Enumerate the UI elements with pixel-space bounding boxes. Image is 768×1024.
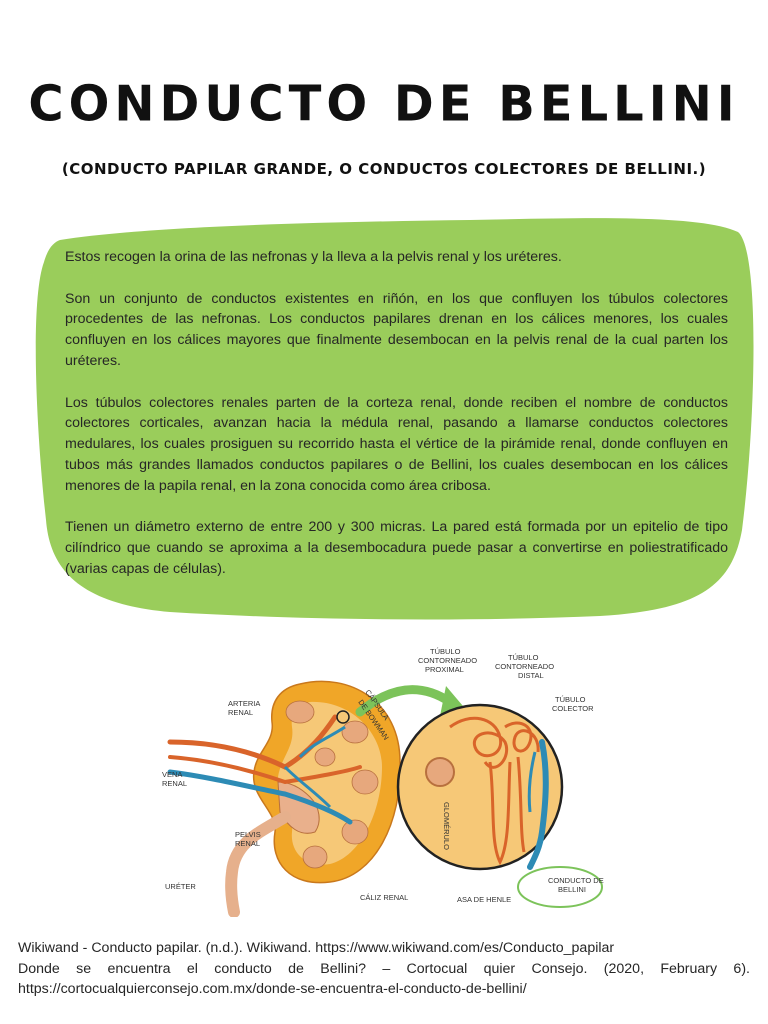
label-arteria-renal-2: RENAL — [228, 708, 253, 717]
label-tubulo-colector-2: COLECTOR — [552, 704, 594, 713]
label-ureter: URÉTER — [165, 882, 196, 891]
label-pelvis-renal-2: RENAL — [235, 839, 260, 848]
kidney-nephron-illustration: ARTERIA RENAL VENA RENAL PELVIS RENAL UR… — [162, 647, 604, 917]
page-subtitle: (CONDUCTO PAPILAR GRANDE, O CONDUCTOS CO… — [61, 160, 707, 178]
label-tubulo-distal-3: DISTAL — [518, 671, 544, 680]
label-glomerulo: GLOMÉRULO — [442, 802, 451, 850]
page-title: CONDUCTO DE BELLINI — [28, 75, 740, 133]
paragraph-3: Los túbulos colectores renales parten de… — [65, 394, 728, 494]
paragraph-1: Estos recogen la orina de las nefronas y… — [65, 249, 562, 265]
arrow-icon — [355, 685, 455, 717]
green-blob-background — [35, 218, 754, 620]
label-tubulo-distal-2: CONTORNEADO — [495, 662, 554, 671]
label-conducto-bellini-2: BELLINI — [558, 885, 586, 894]
references: Wikiwand - Conducto papilar. (n.d.). Wik… — [18, 938, 750, 1000]
label-vena-renal-1: VENA — [162, 770, 182, 779]
label-tubulo-proximal-1: TÚBULO — [430, 647, 461, 656]
paragraph-2: Son un conjunto de conductos existentes … — [65, 290, 728, 369]
reference-1: Wikiwand - Conducto papilar. (n.d.). Wik… — [18, 940, 615, 956]
paragraph-4: Tienen un diámetro externo de entre 200 … — [65, 519, 728, 577]
label-tubulo-proximal-3: PROXIMAL — [425, 665, 464, 674]
label-tubulo-proximal-2: CONTORNEADO — [418, 656, 477, 665]
label-conducto-bellini-1: CONDUCTO DE — [548, 876, 604, 885]
label-pelvis-renal-1: PELVIS — [235, 830, 261, 839]
label-tubulo-distal-1: TÚBULO — [508, 653, 539, 662]
body-text: Estos recogen la orina de las nefronas y… — [65, 247, 728, 601]
reference-2: Donde se encuentra el conducto de Bellin… — [18, 960, 750, 998]
kidney-drawing — [167, 680, 401, 917]
label-arteria-renal-1: ARTERIA — [228, 699, 260, 708]
nephron-drawing — [396, 703, 603, 908]
label-caliz-renal: CÁLIZ RENAL — [360, 893, 408, 902]
label-vena-renal-2: RENAL — [162, 779, 187, 788]
label-asa-henle: ASA DE HENLE — [457, 895, 511, 904]
label-tubulo-colector-1: TÚBULO — [555, 695, 586, 704]
